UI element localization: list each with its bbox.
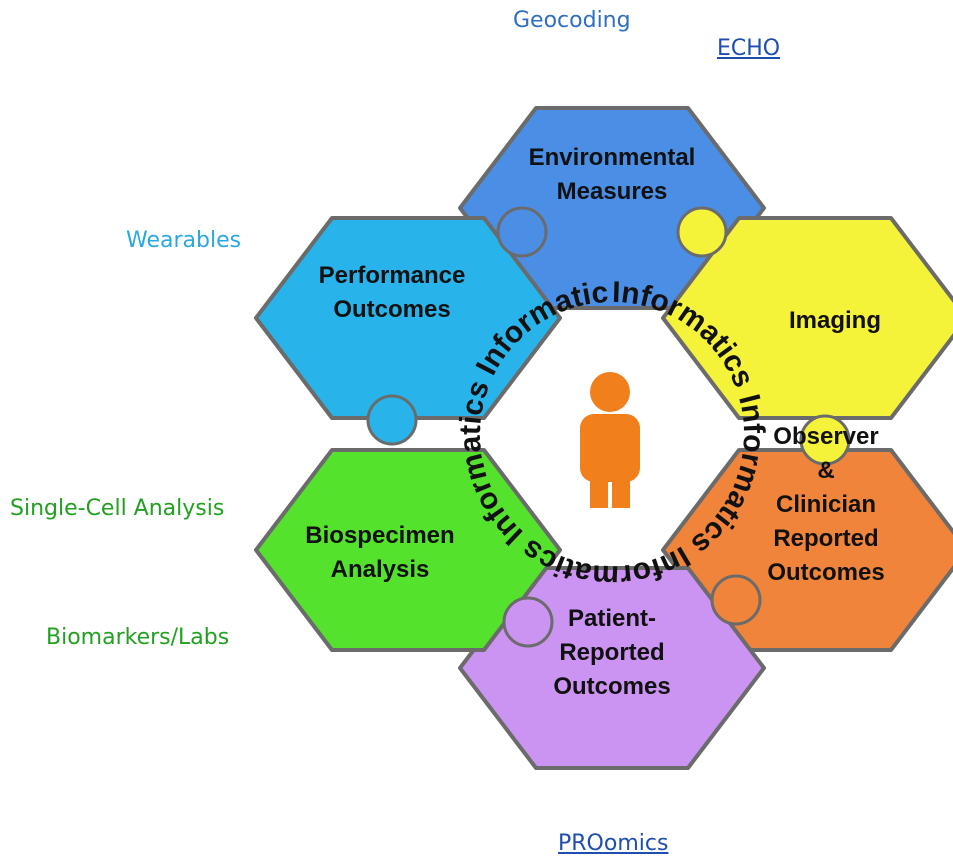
wearables-label: Wearables — [126, 228, 242, 253]
segment-imaging — [661, 216, 953, 420]
segment-biospecimen — [254, 448, 562, 652]
geocoding-label: Geocoding — [513, 8, 631, 33]
single-cell-analysis-label: Single-Cell Analysis — [10, 496, 225, 521]
puzzle-knob — [710, 574, 762, 626]
segment-label-imaging: Imaging — [789, 307, 881, 334]
segment-performance — [254, 216, 562, 420]
puzzle-knob — [502, 596, 554, 648]
person-icon — [580, 372, 640, 508]
biomarkers-labs-label: Biomarkers/Labs — [46, 625, 230, 650]
puzzle-knob — [676, 206, 728, 258]
puzzle-knob — [366, 394, 418, 446]
echo-link[interactable]: ECHO — [717, 36, 781, 61]
puzzle-knob — [496, 206, 548, 258]
puzzle-knob — [799, 414, 851, 466]
proomics-link[interactable]: PROomics — [558, 831, 669, 856]
